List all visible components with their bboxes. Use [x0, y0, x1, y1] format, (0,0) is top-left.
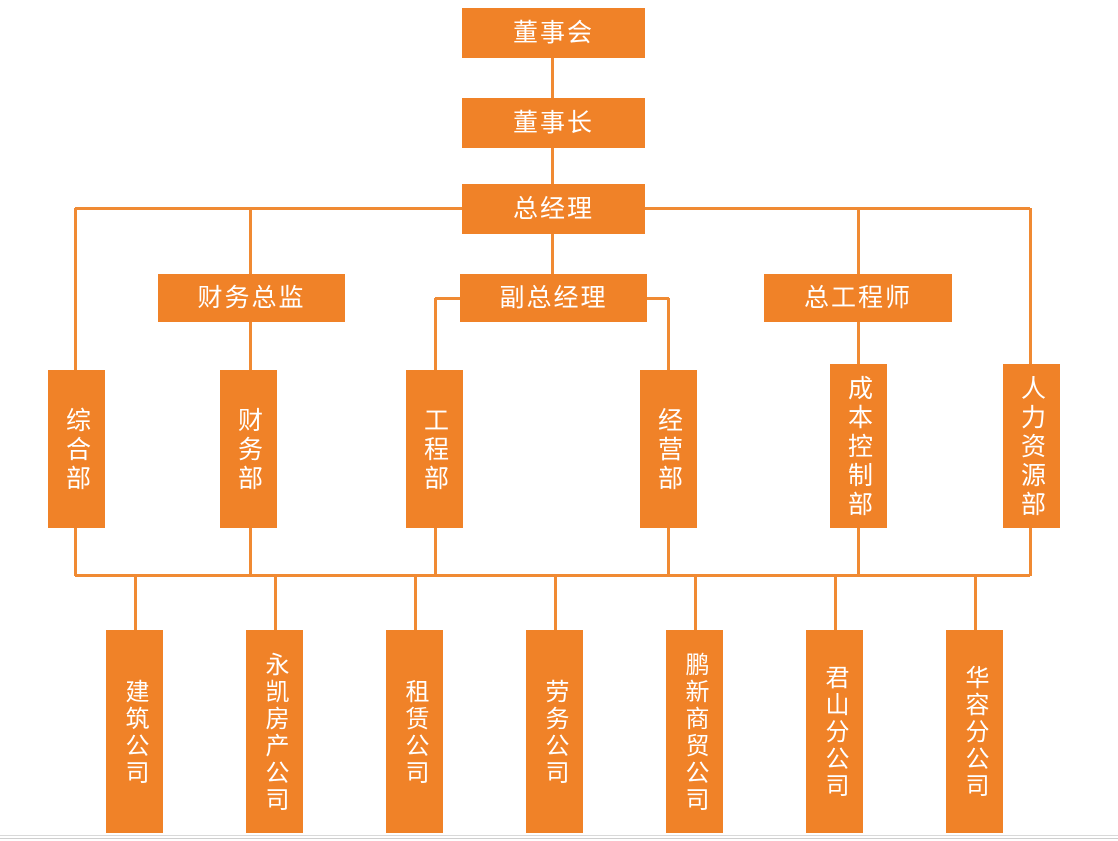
org-node-label: 总工程师	[803, 283, 912, 312]
org-node-dept-engineer[interactable]: 工程部	[406, 370, 463, 528]
connector-bus-to-labor	[554, 575, 557, 631]
org-node-label: 成本控制部	[844, 374, 874, 520]
connector-finance-to-bus	[249, 528, 252, 576]
org-node-label: 华容分公司	[960, 665, 989, 800]
connector-engineer-to-bus	[434, 528, 437, 576]
connector-deputy-right-drop	[667, 298, 670, 370]
connector-general-to-bus	[74, 528, 77, 576]
connector-chiefeng-to-cost	[857, 322, 860, 364]
connector-bus-to-construction	[134, 575, 137, 631]
org-node-label: 综合部	[62, 406, 92, 494]
connector-bus-to-chiefeng	[857, 208, 860, 274]
org-node-gm[interactable]: 总经理	[462, 184, 645, 234]
org-node-sub-construction[interactable]: 建筑公司	[106, 630, 163, 833]
connector-bus-to-huarong	[974, 575, 977, 631]
org-node-label: 劳务公司	[540, 678, 569, 787]
org-node-dept-operation[interactable]: 经营部	[640, 370, 697, 528]
org-node-label: 鹏新商贸公司	[680, 651, 709, 814]
org-node-label: 建筑公司	[120, 678, 149, 787]
connector-operation-to-bus	[667, 528, 670, 576]
org-node-label: 人力资源部	[1017, 374, 1047, 520]
org-node-label: 董事会	[512, 18, 594, 47]
connector-chairman-to-gm	[551, 148, 554, 184]
connector-cfo-to-finance	[249, 322, 252, 370]
org-node-label: 租赁公司	[400, 678, 429, 787]
org-node-label: 财务总监	[197, 283, 306, 312]
connector-deputy-left-drop	[434, 298, 437, 370]
connector-deputy-right-arm	[646, 297, 669, 300]
connector-bus-to-yongkai	[274, 575, 277, 631]
org-node-label: 总经理	[512, 194, 594, 223]
org-node-dept-hr[interactable]: 人力资源部	[1003, 364, 1060, 528]
org-node-label: 经营部	[654, 406, 684, 494]
org-node-label: 永凯房产公司	[260, 651, 289, 814]
org-node-sub-labor[interactable]: 劳务公司	[526, 630, 583, 833]
org-node-sub-leasing[interactable]: 租赁公司	[386, 630, 443, 833]
connector-bus-to-junshan	[834, 575, 837, 631]
org-node-dept-finance[interactable]: 财务部	[220, 370, 277, 528]
connector-hr-to-bus	[1029, 528, 1032, 576]
connector-cost-to-bus	[857, 528, 860, 576]
org-node-sub-yongkai[interactable]: 永凯房产公司	[246, 630, 303, 833]
org-node-chairman[interactable]: 董事长	[462, 98, 645, 148]
org-node-dept-cost[interactable]: 成本控制部	[830, 364, 887, 528]
org-node-board[interactable]: 董事会	[462, 8, 645, 58]
org-node-label: 财务部	[234, 406, 264, 494]
connector-bus-to-leasing	[414, 575, 417, 631]
org-node-chief-engineer[interactable]: 总工程师	[764, 274, 952, 322]
connector-bus-to-pengxin	[694, 575, 697, 631]
org-node-sub-huarong[interactable]: 华容分公司	[946, 630, 1003, 833]
org-node-label: 君山分公司	[820, 665, 849, 800]
footer-divider-secondary	[0, 838, 1118, 839]
org-node-deputy-gm[interactable]: 副总经理	[460, 274, 647, 322]
connector-bus-to-cfo	[249, 208, 252, 274]
org-node-cfo[interactable]: 财务总监	[158, 274, 345, 322]
org-node-label: 董事长	[512, 108, 594, 137]
connector-bus-to-general	[74, 208, 77, 370]
connector-dept-bus	[75, 574, 1030, 577]
connector-board-to-chairman	[551, 58, 554, 98]
connector-deputy-left-arm	[435, 297, 461, 300]
connector-gm-down-stub	[551, 234, 554, 274]
connector-bus-to-hr	[1029, 208, 1032, 364]
org-node-dept-general[interactable]: 综合部	[48, 370, 105, 528]
org-node-label: 副总经理	[499, 283, 608, 312]
org-node-sub-junshan[interactable]: 君山分公司	[806, 630, 863, 833]
footer-divider	[0, 835, 1118, 836]
org-node-sub-pengxin[interactable]: 鹏新商贸公司	[666, 630, 723, 833]
org-node-label: 工程部	[420, 406, 450, 494]
